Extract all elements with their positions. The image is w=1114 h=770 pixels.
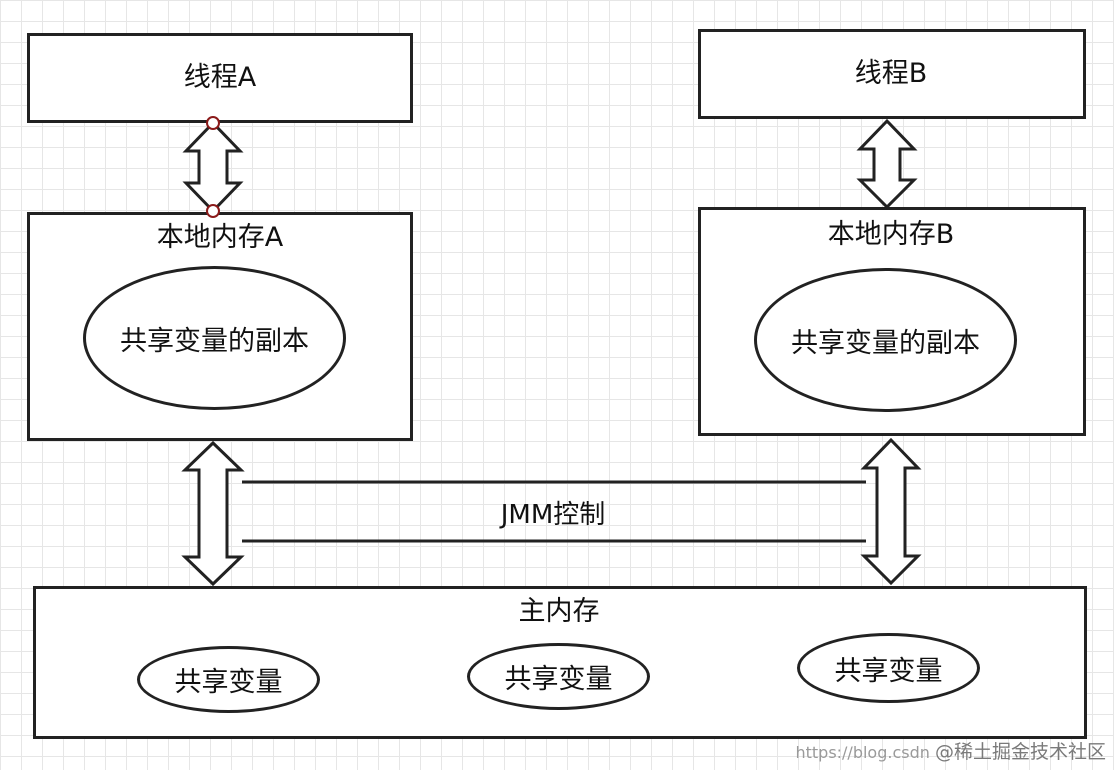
arrow-thread-a-handle-top[interactable]: [206, 116, 220, 130]
arrow-thread-b-local-b[interactable]: [856, 118, 918, 210]
watermark: https://blog.csdn @稀土掘金技术社区: [795, 737, 1106, 764]
local-memory-b-title: 本地内存B: [827, 219, 955, 250]
local-memory-b-copy-label: 共享变量的副本: [791, 327, 980, 359]
thread-a-box[interactable]: [27, 33, 413, 123]
thread-a-title: 线程A: [183, 62, 257, 93]
thread-b-title: 线程B: [854, 58, 928, 89]
main-memory-variable-2-label: 共享变量: [504, 664, 613, 695]
arrow-thread-a-handle-bottom[interactable]: [206, 204, 220, 218]
main-memory-variable-3[interactable]: 共享变量: [797, 633, 980, 703]
main-memory-variable-2[interactable]: 共享变量: [467, 643, 650, 710]
main-memory-variable-1-label: 共享变量: [174, 667, 283, 698]
local-memory-a-copy-ellipse[interactable]: 共享变量的副本: [83, 266, 346, 410]
local-memory-b-copy-ellipse[interactable]: 共享变量的副本: [754, 268, 1017, 412]
main-memory-title: 主内存: [518, 596, 600, 627]
jmm-control-label: JMM控制: [500, 500, 606, 530]
arrow-local-b-main[interactable]: [860, 437, 922, 586]
thread-b-box[interactable]: [698, 29, 1086, 119]
arrow-local-a-main[interactable]: [181, 440, 245, 587]
local-memory-a-copy-label: 共享变量的副本: [120, 325, 309, 357]
local-memory-a-title: 本地内存A: [156, 222, 284, 253]
main-memory-variable-1[interactable]: 共享变量: [137, 646, 320, 713]
arrow-thread-a-local-a[interactable]: [182, 120, 244, 214]
watermark-url: https://blog.csdn: [795, 743, 930, 762]
watermark-brand: @稀土掘金技术社区: [934, 741, 1106, 763]
main-memory-variable-3-label: 共享变量: [834, 655, 943, 687]
